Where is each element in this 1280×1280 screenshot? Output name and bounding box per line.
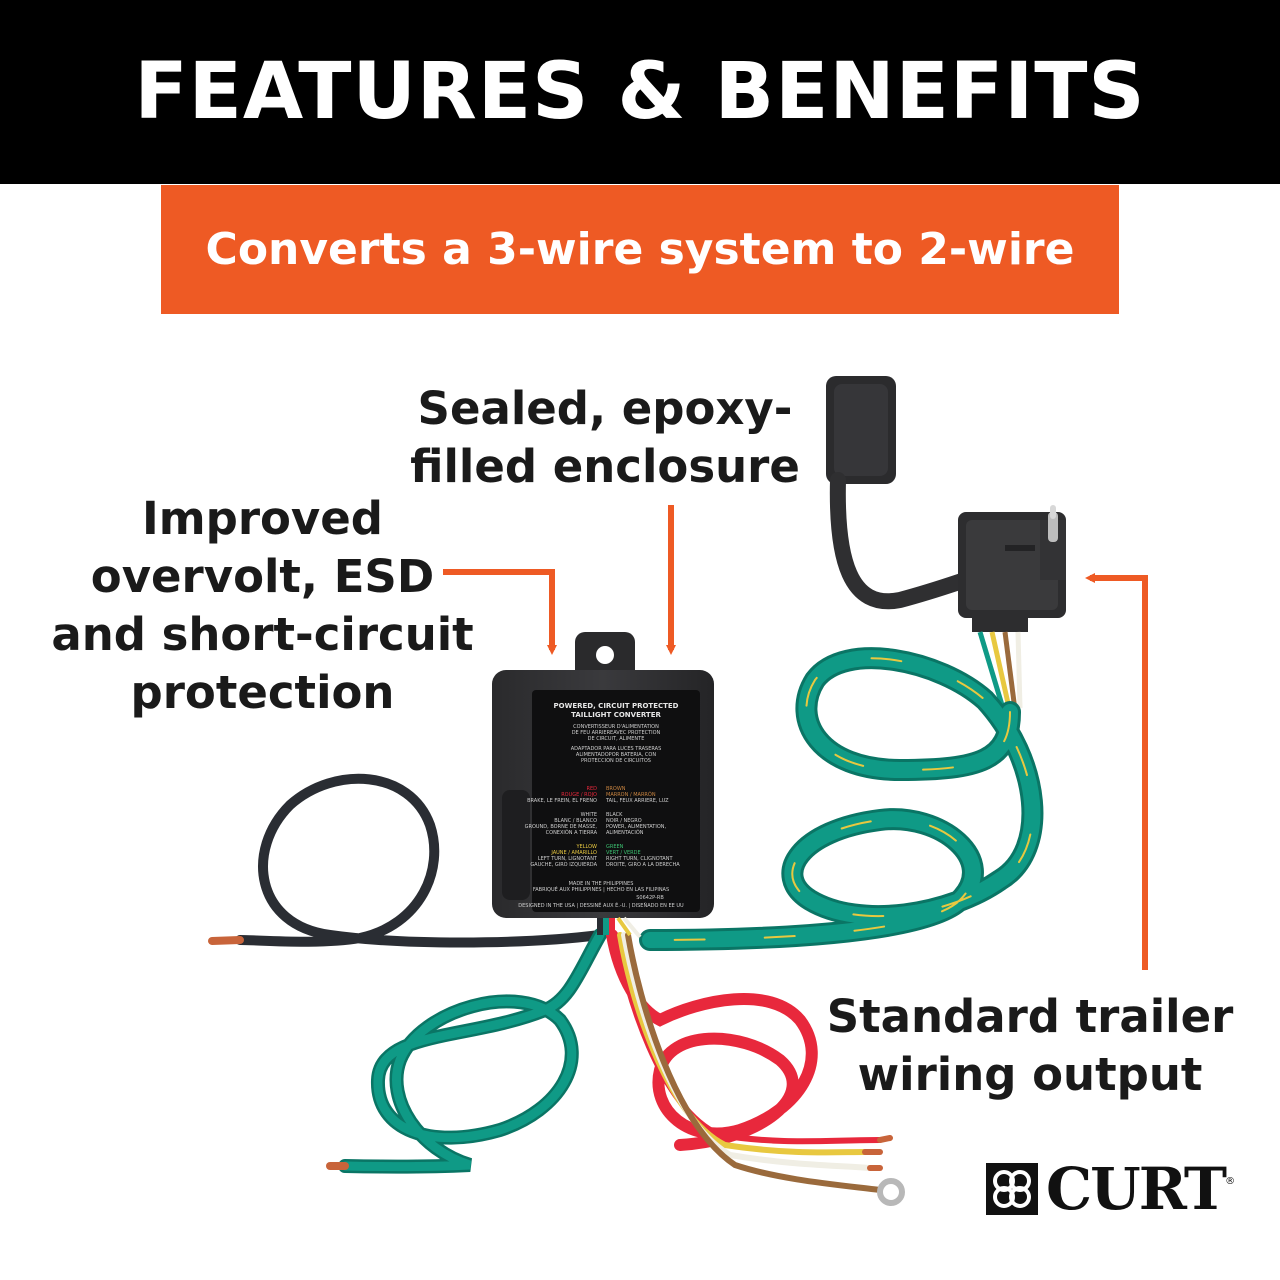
label-es-1: ADAPTADOR PARA LUCES TRASERAS [571, 746, 662, 752]
arrow-protection [443, 569, 557, 655]
label-wire-black: BLACK [606, 812, 623, 818]
label-wire-white: WHITE [581, 812, 597, 818]
label-wire-yellow-desc-1: LEFT TURN, LIGNOTANT [538, 856, 598, 862]
label-footer-3: DESIGNED IN THE USA | DESSINÉ AUX É.-U. … [518, 901, 684, 909]
label-wire-green-desc-2: DROITE, GIRO A LA DERECHA [606, 862, 680, 868]
label-wire-black-desc-1: POWER, ALIMENTATION, [606, 824, 667, 830]
label-wire-yellow: YELLOW [576, 844, 598, 850]
subtitle-banner: Converts a 3-wire system to 2-wire [161, 185, 1119, 314]
callout-enclosure-line-1: Sealed, epoxy- [417, 382, 793, 435]
label-wire-white-names: BLANC / BLANCO [554, 818, 597, 824]
subtitle-text: Converts a 3-wire system to 2-wire [205, 224, 1075, 275]
callout-protection-line-1: Improved [141, 492, 384, 545]
label-title-1: POWERED, CIRCUIT PROTECTED [554, 702, 679, 710]
header-bar: FEATURES & BENEFITS [0, 0, 1280, 184]
callout-enclosure-line-2: filled enclosure [410, 440, 800, 493]
curt-logo-mark-icon [986, 1163, 1038, 1215]
callout-protection-line-2: overvolt, ESD [90, 550, 435, 603]
label-wire-yellow-names: JAUNE / AMARILLO [550, 850, 597, 856]
callout-output-line-1: Standard trailer [826, 990, 1234, 1043]
label-es-3: PROTECCION DE CIRCUITOS [581, 758, 651, 764]
label-footer-1: MADE IN THE PHILIPPINES [569, 881, 634, 887]
label-wire-red-desc: BRAKE, LE FREIN, EL FRENO [527, 798, 597, 804]
label-es-2: ALIMENTADOPOR BATERIA, CON [576, 752, 656, 758]
arrow-output [1085, 573, 1148, 970]
connector-dust-cap [826, 376, 973, 610]
callout-enclosure: Sealed, epoxy- filled enclosure [410, 380, 800, 496]
label-fr-2: DE FEU ARRIEREAVEC PROTECTION [572, 730, 661, 736]
trailer-4way-connector [958, 505, 1066, 716]
label-fr-1: CONVERTISSEUR D'ALIMENTATION [573, 724, 659, 730]
label-wire-red-names: ROUGE / ROJO [561, 792, 597, 798]
red-wire-coil [606, 929, 905, 1206]
label-wire-white-desc-2: CONEXIÓN A TIERRA [546, 829, 598, 836]
callout-arrows [443, 505, 1148, 970]
callout-protection-line-3: and short-circuit [51, 608, 474, 661]
label-wire-green: GREEN [606, 844, 624, 850]
callout-protection: Improved overvolt, ESD and short-circuit… [50, 490, 475, 722]
page-title: FEATURES & BENEFITS [134, 47, 1146, 137]
label-wire-green-names: VERT / VERDE [606, 850, 641, 856]
wire-exit-bundle [597, 916, 642, 939]
label-wire-brown-names: MARRON / MARRÓN [606, 791, 656, 798]
output-wire-coil [639, 647, 1044, 951]
label-wire-red: RED [587, 786, 598, 792]
converter-box: POWERED, CIRCUIT PROTECTED TAILLIGHT CON… [492, 632, 714, 918]
label-wire-black-names: NOIR / NEGRO [606, 818, 642, 824]
black-wire-coil [208, 773, 605, 948]
label-wire-white-desc-1: GROUND, BORNE DE MASSE, [525, 824, 598, 830]
label-part-number: S0642P-RB [636, 895, 664, 901]
label-footer-2: FABRIQUÉ AUX PHILIPPINES | HECHO EN LAS … [533, 885, 669, 893]
label-wire-brown-desc: TAIL, FEUX ARRIERE, LUZ [605, 798, 669, 804]
label-title-2: TAILLIGHT CONVERTER [571, 711, 661, 719]
label-wire-green-desc-1: RIGHT TURN, CLIGNOTANT [606, 856, 673, 862]
label-wire-yellow-desc-2: GAUCHE, GIRO IZQUIERDA [530, 862, 597, 868]
callout-output-line-2: wiring output [857, 1048, 1203, 1101]
curt-logo: CURT ® [984, 1160, 1235, 1218]
curt-logo-registered: ® [1225, 1176, 1236, 1187]
callout-output: Standard trailer wiring output [820, 988, 1240, 1104]
green-wire-coil [326, 928, 607, 1174]
label-fr-3: DE CIRCUIT, ALIMENTE [588, 736, 645, 742]
label-wire-black-desc-2: ALIMENTACIÓN [606, 829, 644, 836]
callout-protection-line-4: protection [130, 666, 395, 719]
curt-logo-word: CURT [1046, 1155, 1227, 1223]
label-wire-brown: BROWN [606, 786, 626, 792]
